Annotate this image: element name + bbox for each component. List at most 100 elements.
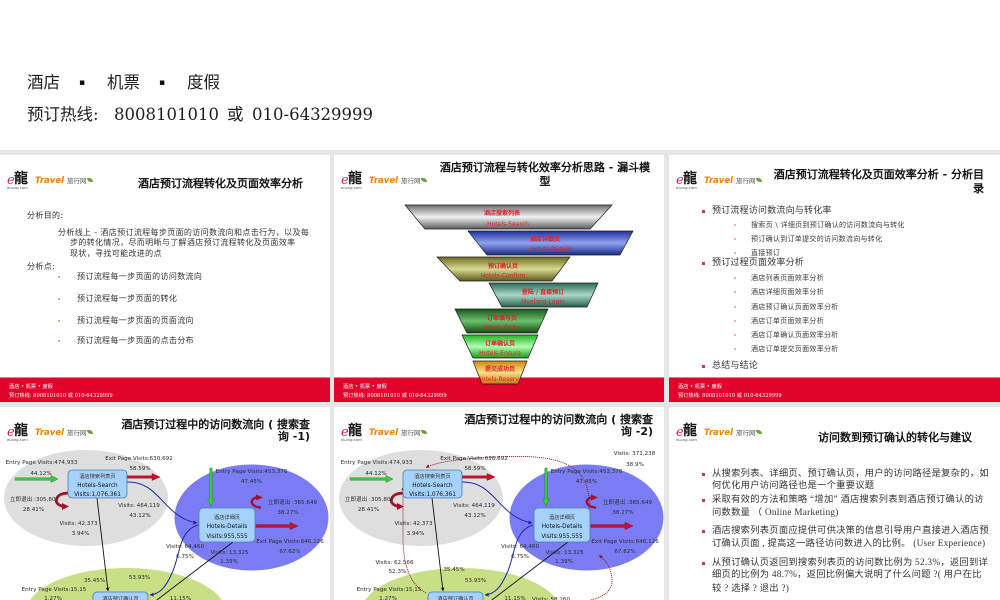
flow-label: Visits: 58,260 [532, 597, 571, 600]
elong-logo: e 龍 Travel 旅行网 eLong.com [6, 171, 98, 191]
logo-dragon: 龍 [14, 423, 28, 439]
logo-domain: eLong.com [7, 437, 28, 442]
outline-item-label: 酒店订单提交页面效率分析 [751, 345, 839, 353]
hotline-number: 8008101010 [114, 105, 219, 124]
flow-label: 11.15% [504, 596, 525, 600]
funnel-stage-confirm: 预订确认页 Hotels-Confirm [436, 256, 571, 282]
flow-label: 43.12% [129, 513, 150, 519]
outline-item-label: 酒店列表页面效率分析 [751, 274, 824, 283]
entry-arrow-icon [349, 475, 394, 483]
exit-arrow-icon [590, 521, 634, 531]
flow-label: 3.94% [407, 531, 425, 537]
slide-footer: 酒店 • 机票 • 度假 预订热线: 8008101010 或 010-6432… [0, 377, 330, 402]
node-hotels-confirm[interactable]: 酒店预订确认页 [427, 591, 484, 600]
outline-section-label: 预订过程页面效率分析 [712, 258, 805, 269]
node-visits: Visits:1,076,361 [74, 492, 121, 498]
bullet-line: 订确认页面 , 提高这一路径访问数进入的比例。 (User Experience… [712, 539, 986, 550]
outline-item: 酒店预订确认页面效率分析 [669, 302, 1000, 312]
outline-item: 酒店详细页面效率分析 [669, 287, 1000, 297]
points-label: 分析点: [27, 261, 56, 271]
nav-flight[interactable]: 机票 [107, 73, 140, 92]
funnel-shape [488, 282, 599, 308]
visit-flow-diagram: 酒店搜索列表页 Hotels-Search Visits:1,076,361 酒… [4, 450, 329, 600]
bullet-line: 较 ? 选择 ? 退出 ?) [712, 583, 790, 594]
node-box [533, 507, 591, 543]
logo-cn: 旅行网 [736, 177, 756, 185]
elong-logo: e 龍 Travel 旅行网 eLong.com [340, 423, 432, 443]
leaf-icon [421, 430, 427, 434]
logo-e: e [676, 425, 684, 440]
node-hotels-details[interactable]: 酒店详细页 Hotels-Details Visits:955,555 [533, 507, 591, 543]
flow-label: Visits: 371,238 [614, 451, 656, 457]
flow-label: 38.9% [626, 462, 644, 468]
bullet-icon [734, 252, 736, 255]
funnel-label-cn: 订单填写页 [487, 314, 517, 322]
bounce-arrowhead-icon [256, 494, 263, 501]
node-hotels-confirm[interactable]: 酒店预订确认页 [92, 591, 149, 600]
node-cn: 酒店预订确认页 [437, 595, 473, 600]
funnel-label-cn: 提交成功页 [485, 365, 515, 373]
nav-hotel[interactable]: 酒店 [27, 73, 60, 92]
slide-thumbnail-3[interactable]: e 龍 Travel 旅行网 eLong.com 酒店预订流程转化及页面效率分析… [669, 155, 1000, 402]
slide-thumbnail-2[interactable]: e 龍 Travel 旅行网 eLong.com 酒店预订流程与转化效率分析思路… [334, 155, 664, 402]
nav-vacation[interactable]: 度假 [187, 73, 220, 92]
flow-label: 38.27% [612, 510, 633, 516]
node-hotels-details[interactable]: 酒店详细页 Hotels-Details Visits:955,555 [198, 507, 256, 543]
logo-cn: 旅行网 [67, 177, 87, 185]
funnel-label-en: Hotels-Search [487, 221, 529, 228]
node-hotels-search[interactable]: 酒店搜索列表页 Hotels-Search Visits:1,076,361 [402, 469, 463, 499]
slide-title-line: 酒店预订流程转化及页面效率分析 - 分析目 [773, 168, 984, 181]
slide-thumbnail-1[interactable]: e 龍 Travel 旅行网 eLong.com 酒店预订流程转化及页面效率分析… [0, 155, 330, 402]
funnel-stage-ensure: 订单确认页 Hotels-Ensure [461, 334, 539, 359]
bullet-icon [58, 275, 61, 279]
purpose-line: 分析线上 - 酒店预订流程每步页面的访问数流向和点击行为，以及每 [58, 227, 310, 237]
flow-label: 28.41% [23, 507, 44, 513]
flow-label: 1.27% [379, 596, 397, 600]
outline-item: 直接预订 [669, 248, 1000, 258]
flow-label: Visits: 64,460 [166, 544, 205, 550]
node-hotels-search[interactable]: 酒店搜索列表页 Hotels-Search Visits:1,076,361 [67, 469, 128, 499]
flow-label: Exit Page Visits:646,126 [256, 539, 324, 545]
footer-services: 酒店 • 机票 • 度假 [678, 383, 722, 390]
outline-section: 总结与结论 [669, 360, 1000, 372]
flow-search-to-details [126, 481, 198, 525]
logo-travel: Travel [704, 428, 734, 438]
flow-label: 立即退出 :305,807 [345, 495, 395, 503]
node-box [427, 591, 484, 600]
outline-item: 酒店订单提交页面效率分析 [669, 344, 1000, 354]
leaf-icon [756, 178, 762, 182]
flow-label: Visits: 464,119 [118, 503, 160, 509]
bullet-icon [702, 364, 705, 368]
logo-domain: eLong.com [341, 185, 362, 190]
slide-thumbnail-4[interactable]: 酒店搜索列表页 Hotels-Search Visits:1,076,361 酒… [0, 407, 330, 600]
bullet-line: 酒店搜索列表页面应提供可供决策的信息引导用户直接进入酒店预 [712, 526, 989, 537]
funnel-label-cn: 预订确认页 [488, 262, 518, 270]
slide-thumbnail-5[interactable]: 酒店搜索列表页 Hotels-Search Visits:1,076,361 酒… [334, 407, 664, 600]
logo-domain: eLong.com [341, 437, 362, 442]
logo-dragon: 龍 [683, 171, 697, 187]
funnel-shape [436, 256, 571, 282]
flow-label: 53.93% [465, 578, 486, 584]
entry-arrow-icon [207, 467, 215, 507]
flow-label: Visits: 13,325 [210, 550, 249, 556]
outline-item-label: 预订确认到订单提交的访问数流向与转化 [751, 235, 883, 244]
logo-cn: 旅行网 [67, 429, 87, 437]
bullet-line: 何优化用户访问路径也是一个重要议题 [712, 481, 875, 491]
logo-dragon: 龍 [14, 171, 28, 187]
flow-label: 3.94% [72, 531, 90, 537]
funnel-stage-order: 订单填写页 Hotels-Order [454, 308, 549, 334]
logo-cn: 旅行网 [736, 429, 756, 437]
exit-arrow-icon [126, 473, 161, 481]
elong-logo: e 龍 Travel 旅行网 eLong.com [6, 423, 98, 443]
flow-label: 47.45% [241, 479, 262, 485]
flow-label: 35.45% [443, 567, 464, 573]
bullet-icon [734, 238, 736, 241]
funnel-stage-reserve: 提交成功页 Hotels-Reserve [472, 360, 528, 385]
flow-label: 1.39% [220, 559, 238, 565]
funnel-stage-search: 酒店搜索列表 Hotels-Search [404, 204, 613, 230]
confirm-zone [30, 568, 222, 600]
slide-thumbnail-6[interactable]: e 龍 Travel 旅行网 eLong.com 访问数到预订确认的转化与建议 … [669, 407, 1000, 600]
bullet-line: 从搜索列表、详细页、预订确认页，用户的访问路径是复杂的，如 [712, 468, 989, 479]
bullet-icon [702, 209, 705, 213]
node-cn: 酒店详细页 [549, 513, 575, 521]
